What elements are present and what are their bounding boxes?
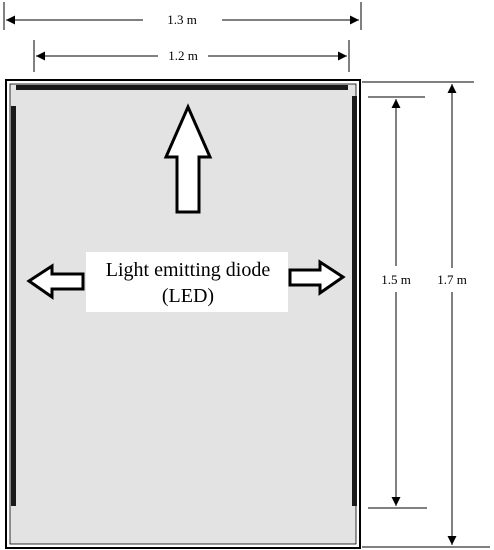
inner-width-label: 1.2 m — [168, 48, 198, 63]
led-strips — [11, 85, 357, 506]
arrow-left-icon — [26, 263, 85, 300]
led-label: Light emitting diode (LED) — [86, 252, 288, 312]
dimension-outer-height: 1.7 m — [362, 81, 490, 548]
led-strip-right — [352, 96, 357, 506]
dimension-inner-height: 1.5 m — [368, 96, 427, 509]
led-label-line1: Light emitting diode — [106, 259, 271, 281]
led-label-background — [86, 252, 288, 312]
led-strip-top — [16, 85, 348, 90]
outer-height-label: 1.7 m — [437, 272, 467, 287]
outer-width-label: 1.3 m — [167, 12, 197, 27]
inner-height-label: 1.5 m — [381, 272, 411, 287]
arrow-up-icon — [163, 103, 213, 214]
dimension-inner-width: 1.2 m — [33, 40, 350, 72]
dimension-outer-width: 1.3 m — [3, 2, 362, 30]
led-label-line2: (LED) — [162, 285, 214, 307]
arrow-right-icon — [288, 259, 346, 296]
led-strip-left — [11, 106, 16, 506]
